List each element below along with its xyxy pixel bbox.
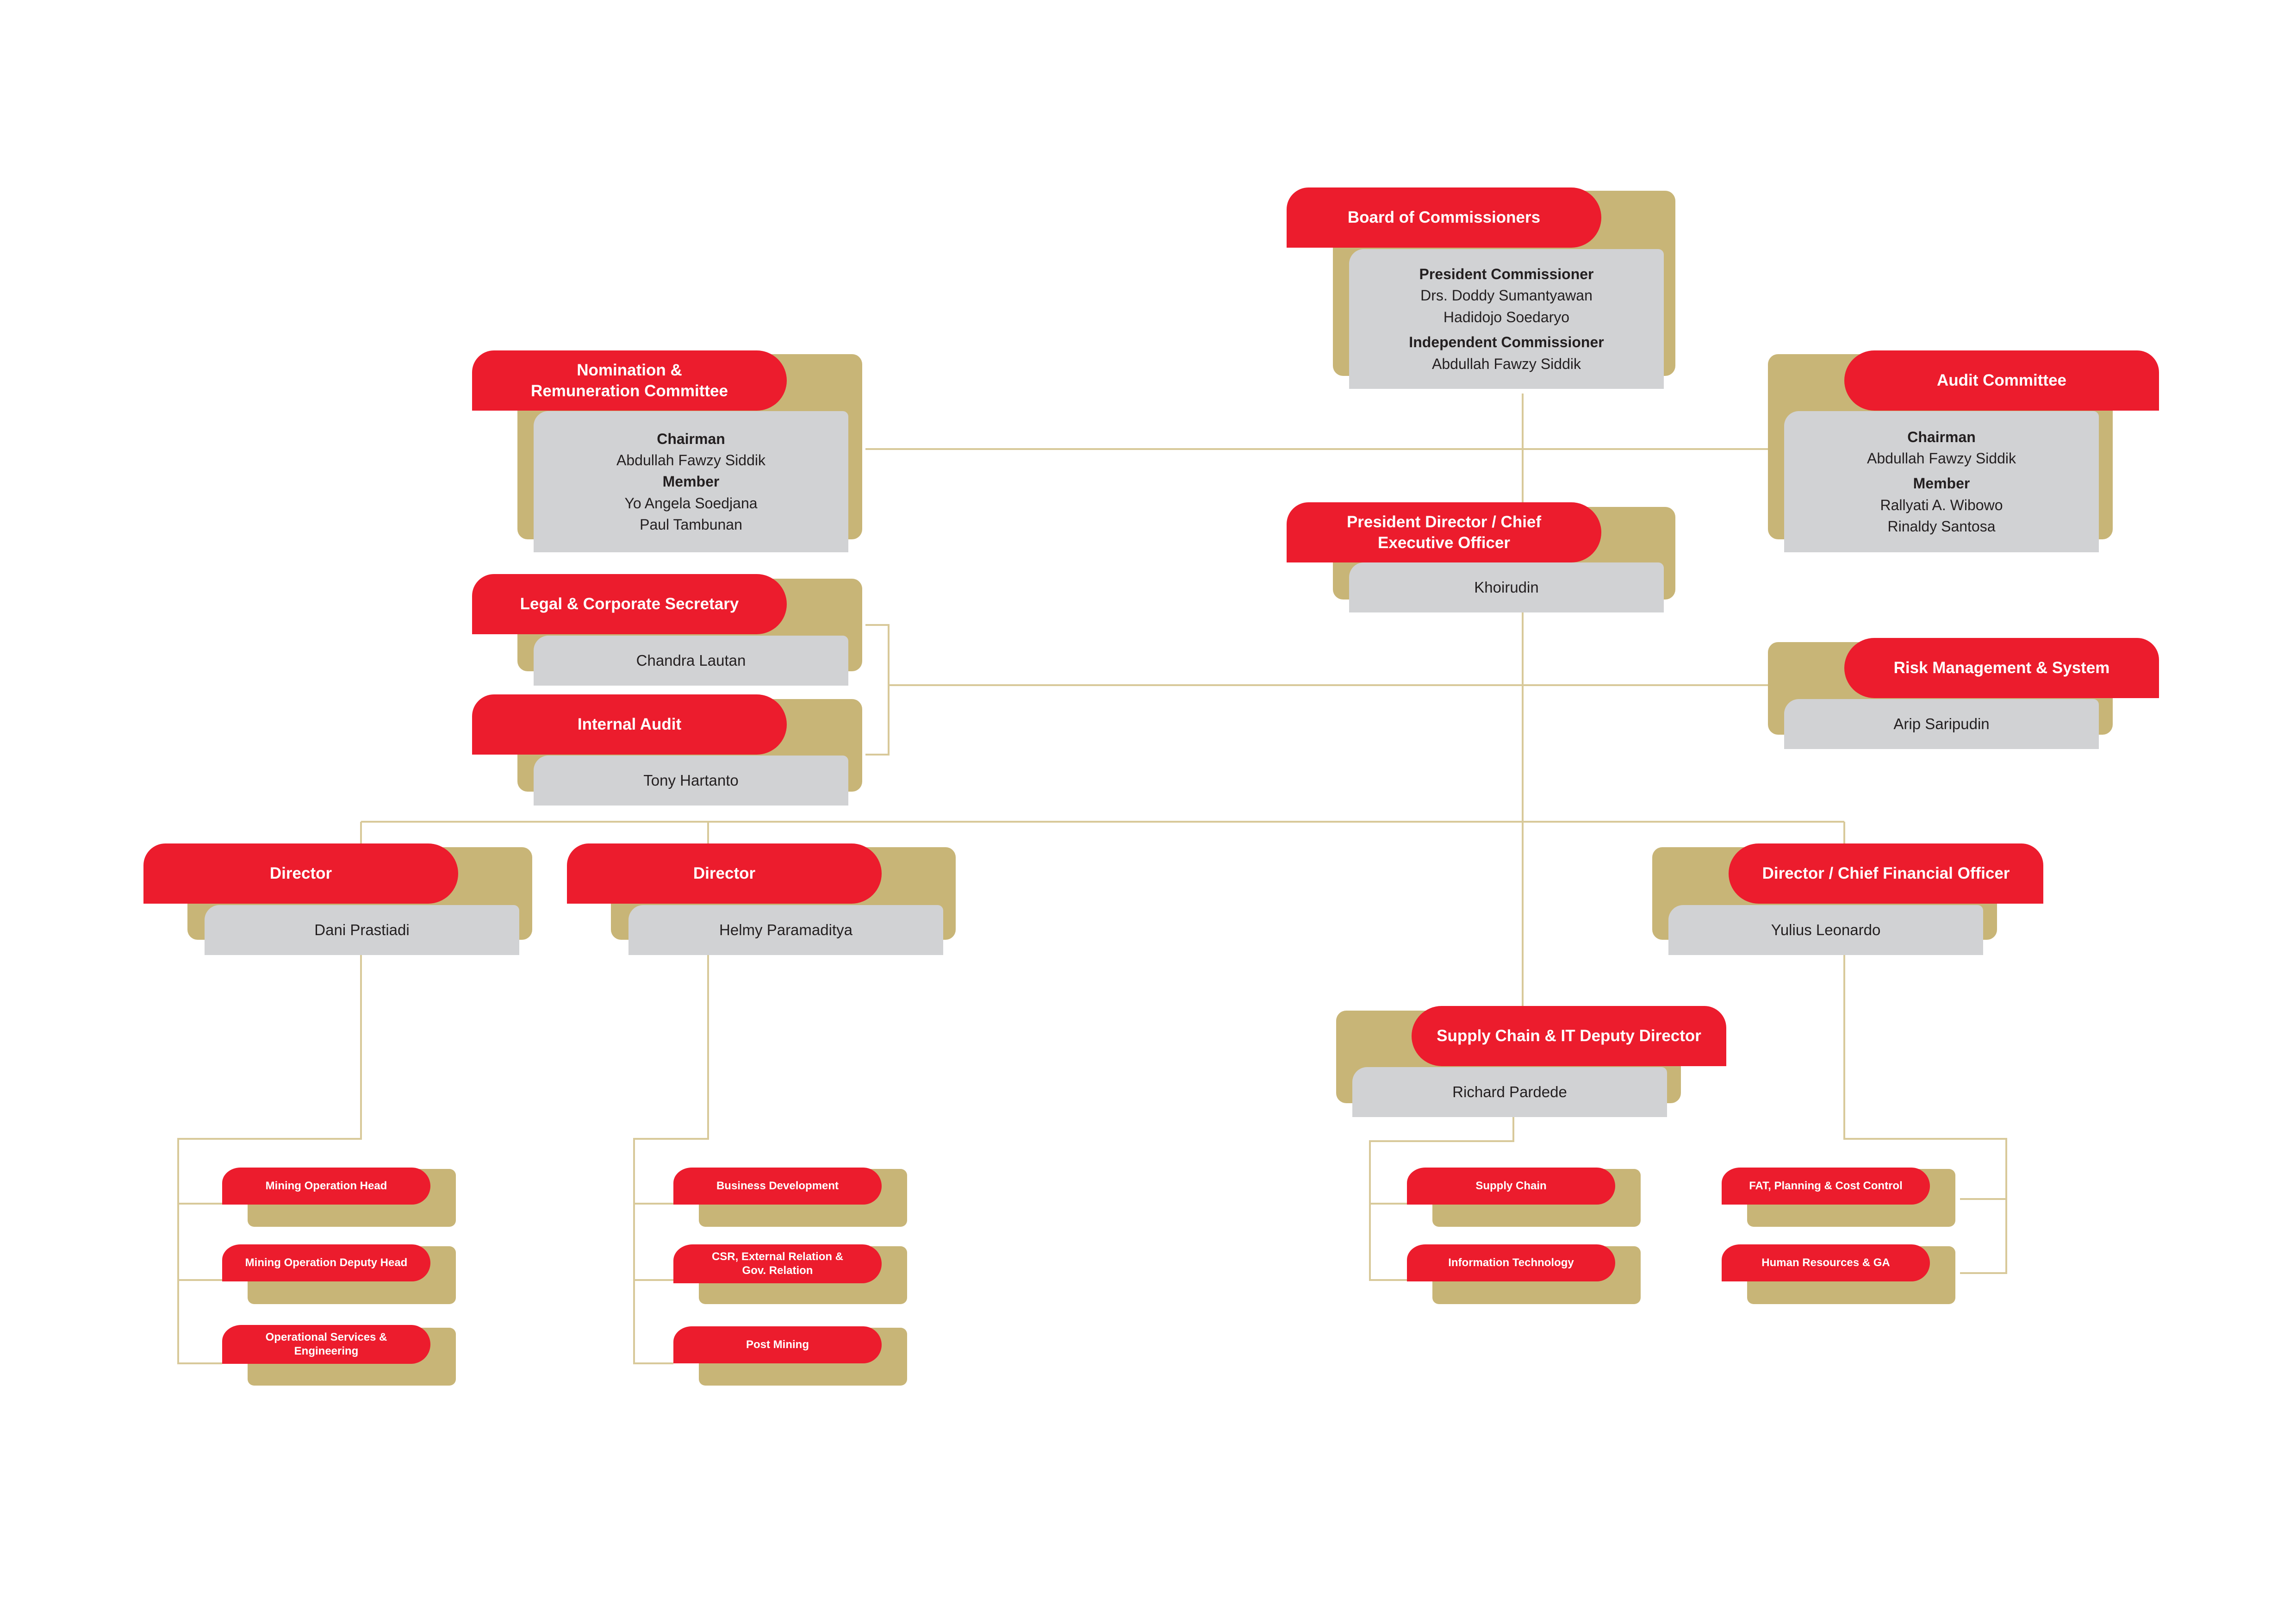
member-name: Rinaldy Santosa [1887,518,1996,535]
director-title: Director [143,843,458,904]
member-name: Hadidojo Soedaryo [1443,308,1570,325]
supply-chain-deputy-title: Supply Chain & IT Deputy Director [1412,1006,1726,1066]
supply-chain-deputy-name: Richard Pardede [1352,1067,1667,1117]
unit-title: Mining Operation Deputy Head [222,1244,430,1281]
unit-title: Operational Services & Engineering [222,1325,430,1364]
member-name: Paul Tambunan [640,516,742,533]
nomination-committee-members: Chairman Abdullah Fawzy Siddik Member Yo… [534,411,848,552]
audit-committee-members: Chairman Abdullah Fawzy Siddik Member Ra… [1784,411,2099,552]
president-director-title: President Director / Chief Executive Off… [1287,502,1601,562]
member-name: Yo Angela Soedjana [624,494,758,512]
nomination-committee-title: Nomination & Remuneration Committee [472,350,787,411]
chairman-label: Chairman [1907,428,1976,445]
risk-management-title: Risk Management & System [1844,638,2159,698]
president-director-name: Khoirudin [1349,562,1664,612]
president-commissioner-label: President Commissioner [1419,266,1594,283]
member-name: Rallyati A. Wibowo [1880,496,2003,513]
unit-title: Post Mining [673,1326,882,1363]
member-label: Member [662,473,720,490]
member-name: Abdullah Fawzy Siddik [1432,355,1581,372]
director-name: Dani Prastiadi [205,905,519,955]
internal-audit-name: Tony Hartanto [534,756,848,806]
unit-title: CSR, External Relation & Gov. Relation [673,1244,882,1283]
legal-corporate-secretary-name: Chandra Lautan [534,636,848,686]
director-name: Helmy Paramaditya [628,905,943,955]
unit-title: Business Development [673,1168,882,1205]
member-name: Drs. Doddy Sumantyawan [1420,287,1593,304]
legal-corporate-secretary-title: Legal & Corporate Secretary [472,574,787,634]
board-of-commissioners-title: Board of Commissioners [1287,187,1601,248]
risk-management-name: Arip Saripudin [1784,699,2099,749]
cfo-title: Director / Chief Financial Officer [1729,843,2043,904]
unit-title: Mining Operation Head [222,1168,430,1205]
cfo-name: Yulius Leonardo [1668,905,1983,955]
member-name: Abdullah Fawzy Siddik [1867,450,2016,467]
audit-committee-title: Audit Committee [1844,350,2159,411]
board-of-commissioners-members: President Commissioner Drs. Doddy Sumant… [1349,249,1664,389]
unit-title: FAT, Planning & Cost Control [1722,1168,1930,1205]
chairman-label: Chairman [657,430,725,447]
unit-title: Supply Chain [1407,1168,1615,1205]
internal-audit-title: Internal Audit [472,694,787,755]
member-name: Abdullah Fawzy Siddik [616,451,765,468]
unit-title: Information Technology [1407,1244,1615,1281]
member-label: Member [1913,475,1970,492]
independent-commissioner-label: Independent Commissioner [1409,334,1604,351]
director-title: Director [567,843,882,904]
unit-title: Human Resources & GA [1722,1244,1930,1281]
